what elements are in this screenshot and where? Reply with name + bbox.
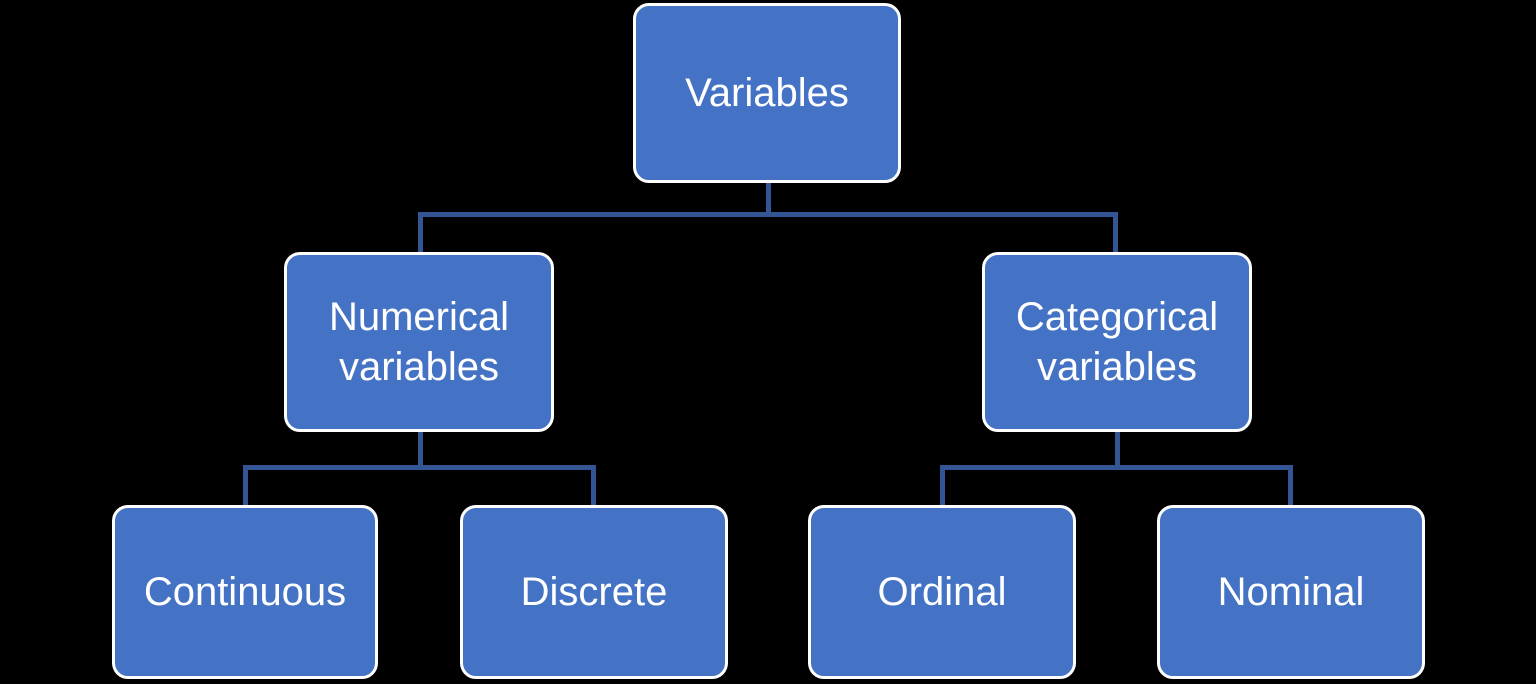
connector-categorical-bracket	[940, 465, 1293, 505]
connector-numerical-bracket	[243, 465, 596, 505]
node-numerical-variables: Numerical variables	[284, 252, 554, 432]
connector-root-stem	[766, 183, 771, 213]
connector-level1-bracket	[418, 212, 1118, 252]
node-continuous: Continuous	[112, 505, 378, 679]
node-nominal-label: Nominal	[1217, 570, 1365, 614]
node-variables: Variables	[633, 3, 901, 183]
node-continuous-label: Continuous	[143, 570, 347, 614]
node-categorical-variables-label: Categorical variables	[1015, 295, 1219, 389]
node-numerical-variables-label: Numerical variables	[328, 295, 510, 389]
node-ordinal: Ordinal	[808, 505, 1076, 679]
node-discrete: Discrete	[460, 505, 728, 679]
connector-numerical-stem	[418, 432, 423, 466]
node-nominal: Nominal	[1157, 505, 1425, 679]
node-ordinal-label: Ordinal	[877, 570, 1007, 614]
node-categorical-variables: Categorical variables	[982, 252, 1252, 432]
node-discrete-label: Discrete	[520, 570, 668, 614]
node-variables-label: Variables	[685, 71, 849, 115]
connector-categorical-stem	[1115, 432, 1120, 466]
